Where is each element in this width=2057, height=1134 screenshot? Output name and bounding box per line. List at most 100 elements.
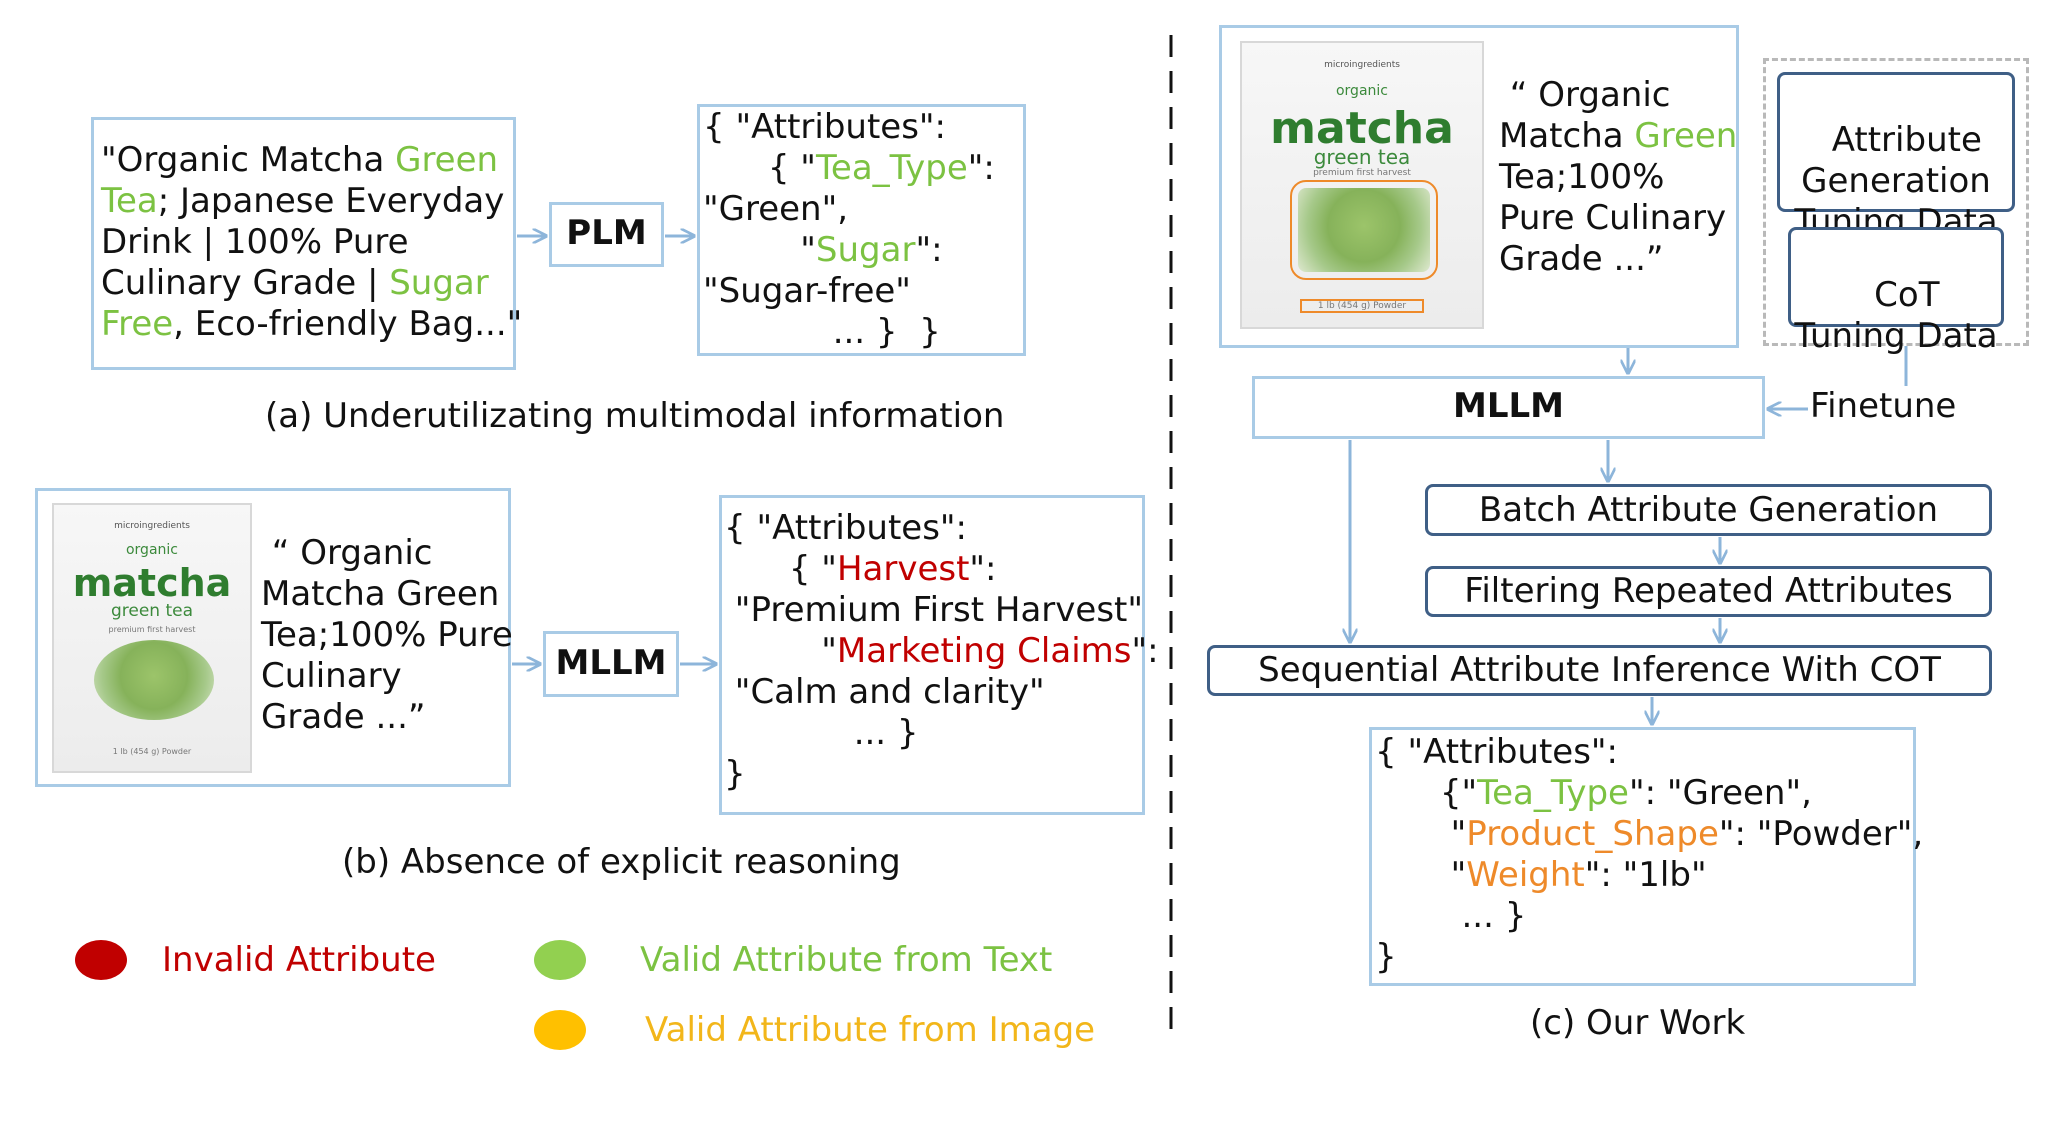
- text-segment: ": [1375, 814, 1467, 854]
- attribute-tuning-data-box: Attribute Generation Tuning Data: [1777, 72, 2015, 242]
- text-line: "Marketing Claims":: [724, 631, 1158, 672]
- mllm-b-label: MLLM: [555, 643, 667, 683]
- panel-c-image-powder: [1290, 180, 1438, 280]
- text-line: Grade ...”: [261, 697, 513, 738]
- text-line: Free, Eco-friendly Bag...": [101, 304, 522, 345]
- text-line: Pure Culinary: [1499, 198, 1737, 239]
- finetune-label: Finetune: [1810, 386, 1957, 426]
- panel-a-output-box: { "Attributes": { "Tea_Type":"Green", "S…: [697, 104, 1026, 356]
- highlighted-attribute: Product_Shape: [1466, 814, 1719, 854]
- panel-c-image-matcha: matcha: [1270, 102, 1454, 154]
- text-line: { "Harvest":: [724, 549, 1159, 590]
- text-segment: Drink | 100% Pure: [101, 222, 409, 262]
- text-line: "Premium First Harvest": [724, 590, 1159, 631]
- text-line: { "Tea_Type":: [703, 148, 995, 189]
- panel-c-image-weight: 1 lb (454 g) Powder: [1300, 299, 1424, 314]
- highlighted-attribute: Sugar: [389, 263, 489, 303]
- text-line: { "Attributes":: [703, 107, 995, 148]
- text-segment: ; Japanese Everyday: [157, 181, 505, 221]
- panel-b-output-text: { "Attributes": { "Harvest": "Premium Fi…: [724, 508, 1159, 795]
- text-segment: “ Organic: [261, 533, 433, 573]
- panel-b-image-organic: organic: [125, 542, 178, 559]
- text-segment: Matcha: [1499, 116, 1635, 156]
- panel-c-image-subtitle: green tea: [1313, 145, 1411, 170]
- panel-b-image-harvest: premium first harvest: [108, 624, 196, 634]
- text-line: {"Tea_Type": "Green",: [1375, 773, 1923, 814]
- text-line: Tea;100%: [1499, 157, 1737, 198]
- panel-b-output-box: { "Attributes": { "Harvest": "Premium Fi…: [719, 495, 1159, 815]
- text-line: Tea; Japanese Everyday: [101, 181, 522, 222]
- panel-c-caption: (c) Our Work: [1530, 1003, 1746, 1043]
- text-line: "Sugar-free": [703, 271, 995, 312]
- text-segment: { ": [724, 549, 837, 589]
- legend-image-dot: [534, 1010, 586, 1050]
- text-segment: { ": [703, 148, 816, 188]
- filtering-box: Filtering Repeated Attributes: [1425, 566, 1992, 617]
- panel-b-image-weight: 1 lb (454 g) Powder: [112, 747, 192, 757]
- highlighted-attribute: Tea_Type: [815, 148, 968, 188]
- text-segment: ":: [969, 549, 997, 589]
- legend-invalid-label: Invalid Attribute: [162, 940, 436, 980]
- text-line: Matcha Green: [261, 574, 513, 615]
- legend-image-label: Valid Attribute from Image: [645, 1010, 1096, 1050]
- text-segment: "Organic Matcha: [101, 140, 396, 180]
- mllm-c-box: MLLM: [1252, 376, 1765, 439]
- panel-c-image-organic: organic: [1335, 82, 1388, 99]
- text-line: "Calm and clarity": [724, 672, 1159, 713]
- text-segment: Pure Culinary: [1499, 198, 1727, 238]
- text-line: "Weight": "1lb": [1375, 855, 1923, 896]
- text-segment: { "Attributes":: [724, 508, 968, 548]
- highlighted-attribute: Free: [101, 304, 174, 344]
- panel-c-output-text: { "Attributes": {"Tea_Type": "Green", "P…: [1375, 732, 1923, 978]
- panel-b-product-image: microingredients organic matcha green te…: [52, 503, 252, 773]
- cot-tuning-data-box: CoT Tuning Data: [1788, 227, 2004, 356]
- highlighted-attribute: Tea_Type: [1477, 773, 1629, 813]
- text-line: "Sugar":: [703, 230, 995, 271]
- text-segment: Culinary Grade |: [101, 263, 390, 303]
- highlighted-attribute: Sugar: [815, 230, 916, 270]
- legend-invalid-dot: [75, 940, 127, 980]
- panel-b-image-matcha: matcha: [72, 560, 232, 605]
- text-segment: ": "Powder",: [1718, 814, 1924, 854]
- text-segment: ... }: [724, 713, 919, 753]
- mllm-b-box: MLLM: [543, 631, 679, 697]
- legend-text-dot: [534, 940, 586, 980]
- text-segment: Tea;100% Pure: [261, 615, 513, 655]
- highlighted-attribute: Green: [395, 140, 499, 180]
- text-segment: ... }: [1375, 896, 1527, 936]
- text-segment: ": "Green",: [1628, 773, 1812, 813]
- plm-label: PLM: [566, 213, 647, 253]
- text-line: Grade ...”: [1499, 239, 1737, 280]
- text-line: ... } }: [703, 312, 995, 353]
- tuning-data-group: [1763, 58, 2029, 346]
- text-segment: ":: [915, 230, 943, 270]
- text-line: ... }: [1375, 896, 1923, 937]
- text-line: }: [724, 754, 1159, 795]
- text-segment: {": [1375, 773, 1478, 813]
- text-line: Matcha Green: [1499, 116, 1737, 157]
- cot-tuning-data-label: CoT Tuning Data: [1794, 275, 1998, 356]
- text-segment: { "Attributes":: [703, 107, 947, 147]
- sequential-inference-label: Sequential Attribute Inference With COT: [1258, 650, 1941, 690]
- text-segment: "Premium First Harvest": [724, 590, 1144, 630]
- text-segment: , Eco-friendly Bag...": [173, 304, 523, 344]
- text-line: "Organic Matcha Green: [101, 140, 522, 181]
- text-line: }: [1375, 937, 1923, 978]
- text-segment: Grade ...”: [261, 697, 426, 737]
- text-segment: "Calm and clarity": [724, 672, 1045, 712]
- text-line: Tea;100% Pure: [261, 615, 513, 656]
- plm-box: PLM: [549, 202, 664, 267]
- panel-a-output-text: { "Attributes": { "Tea_Type":"Green", "S…: [703, 107, 995, 353]
- text-segment: "Sugar-free": [703, 271, 911, 311]
- panel-c-image-harvest: premium first harvest: [1313, 167, 1411, 178]
- text-segment: ": [724, 631, 837, 671]
- highlighted-attribute: Green: [1634, 116, 1738, 156]
- panel-b-caption: (b) Absence of explicit reasoning: [342, 842, 901, 882]
- text-line: Drink | 100% Pure: [101, 222, 522, 263]
- highlighted-attribute: Marketing Claims: [836, 631, 1132, 671]
- panel-c-output-box: { "Attributes": {"Tea_Type": "Green", "P…: [1369, 727, 1923, 986]
- text-line: Culinary: [261, 656, 513, 697]
